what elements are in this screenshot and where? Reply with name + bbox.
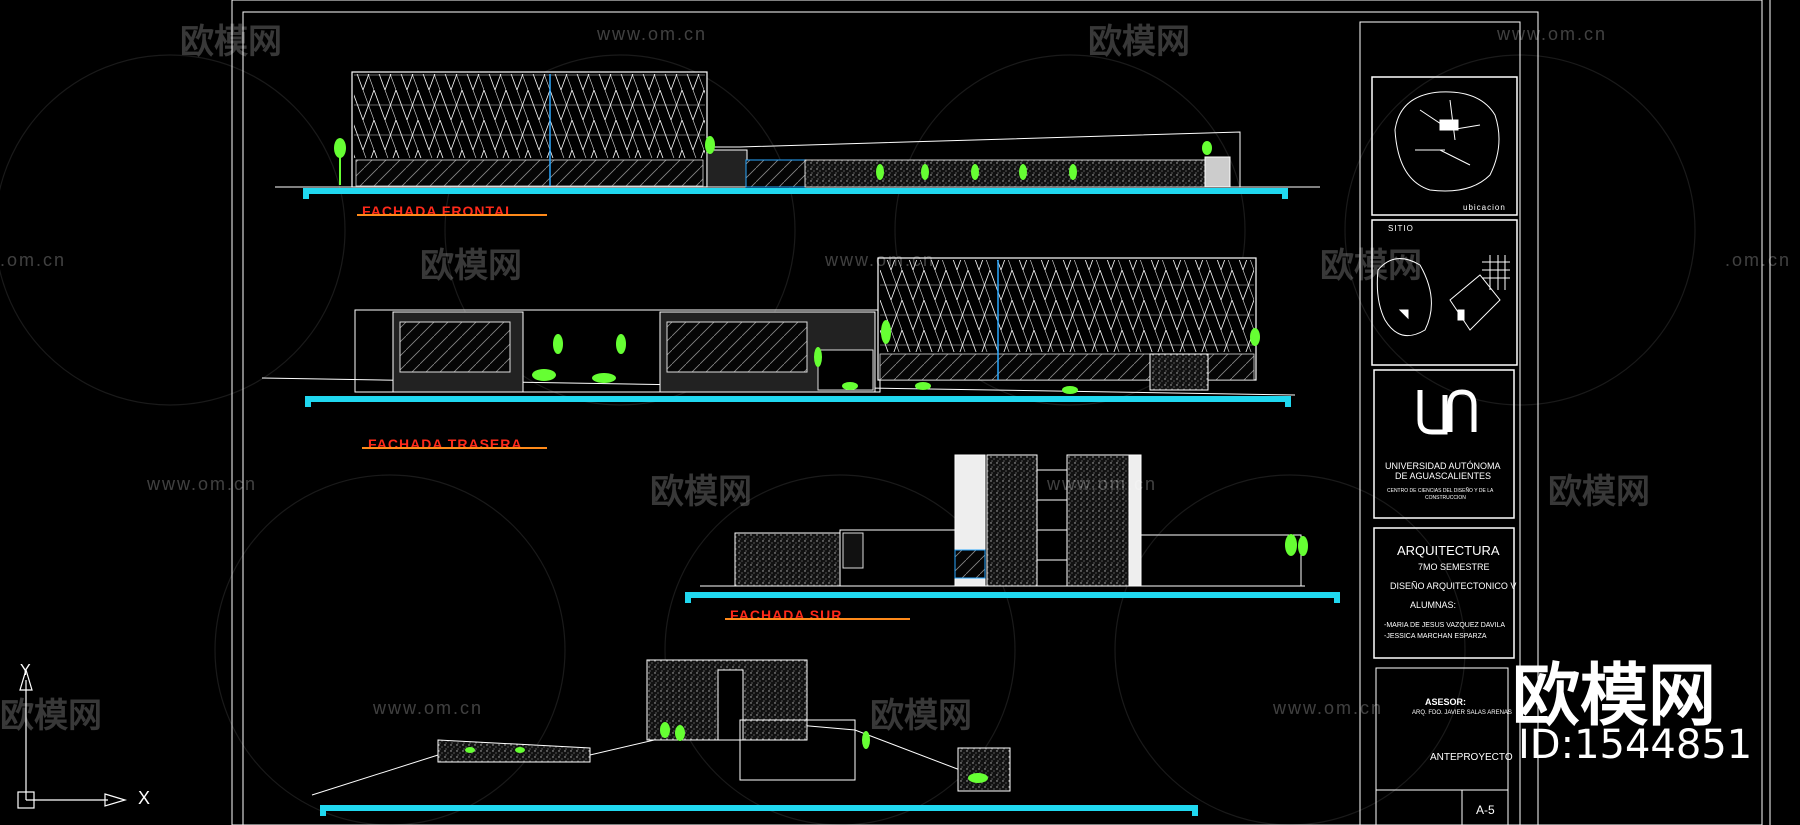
elevation-front: [275, 71, 1320, 199]
label-fachada-frontal: FACHADA FRONTAL: [362, 203, 515, 219]
center-name-line1: CENTRO DE CIENCIAS DEL DISEÑO Y DE LA: [1387, 488, 1494, 494]
label-underline: [357, 214, 547, 216]
sitio-label: SITIO: [1388, 224, 1414, 233]
label-underline: [362, 447, 547, 449]
center-name-line2: CONSTRUCCION: [1425, 495, 1466, 501]
phase-text: ANTEPROYECTO: [1430, 752, 1513, 763]
watermark-url: .om.cn: [1725, 250, 1792, 270]
university-name-line1: UNIVERSIDAD AUTÓNOMA: [1385, 461, 1501, 471]
elevation-south: [685, 454, 1340, 603]
watermark-url: www.om.cn: [597, 24, 708, 44]
watermark-logo: 欧模网: [650, 472, 752, 512]
watermark-logo: 欧模网: [420, 246, 522, 286]
watermark-url: www.om.cn: [1047, 474, 1158, 494]
ucs-y-label: Y: [20, 662, 31, 679]
sheet-border: [231, 0, 1771, 825]
watermark-url: www.om.cn: [1273, 698, 1384, 718]
elevation-section: [311, 659, 1198, 816]
course-text: DISEÑO ARQUITECTONICO V: [1390, 581, 1517, 591]
watermark-logo: 欧模网: [1548, 472, 1650, 512]
students-label: ALUMNAS:: [1410, 600, 1457, 610]
student-1: -MARIA DE JESUS VAZQUEZ DAVILA: [1384, 622, 1506, 629]
watermark-url: www.om.cn: [825, 250, 936, 270]
label-fachada-sur: FACHADA SUR: [730, 607, 843, 623]
watermark-logo: 欧模网: [1088, 22, 1190, 62]
watermark-big-logo: 欧模网: [1512, 657, 1717, 736]
advisor-label: ASESOR:: [1425, 697, 1467, 707]
watermark-url: www.om.cn: [1497, 24, 1608, 44]
advisor-name: ARQ. FDO. JAVIER SALAS ARENAS: [1412, 710, 1512, 716]
sheet-number: A-5: [1476, 803, 1495, 817]
label-fachada-trasera: FACHADA TRASERA: [368, 436, 523, 452]
career-title: ARQUITECTURA: [1397, 543, 1500, 558]
label-underline: [725, 618, 910, 620]
watermark-logo: 欧模网: [870, 696, 972, 736]
watermark-id: ID:1544851: [1518, 722, 1753, 768]
ucs-icon: [17, 667, 128, 809]
watermark-logo: 欧模网: [0, 696, 102, 736]
ucs-x-label: X: [138, 788, 151, 808]
location-map: [1394, 91, 1500, 192]
ubicacion-label: ubicacion: [1463, 203, 1506, 212]
watermark-url: .om.cn: [0, 250, 67, 270]
watermark-logo: 欧模网: [1320, 246, 1422, 286]
watermark-logo: 欧模网: [180, 22, 282, 62]
title-block-frame: [1359, 21, 1521, 825]
semester-text: 7MO SEMESTRE: [1418, 562, 1490, 572]
watermark-url: www.om.cn: [147, 474, 258, 494]
student-2: -JESSICA MARCHAN ESPARZA: [1384, 633, 1487, 640]
elevation-back: [261, 257, 1296, 407]
site-map: [1376, 255, 1510, 337]
university-logo: [1417, 389, 1477, 435]
watermark-url: www.om.cn: [373, 698, 484, 718]
university-name-line2: DE AGUASCALIENTES: [1395, 471, 1492, 481]
